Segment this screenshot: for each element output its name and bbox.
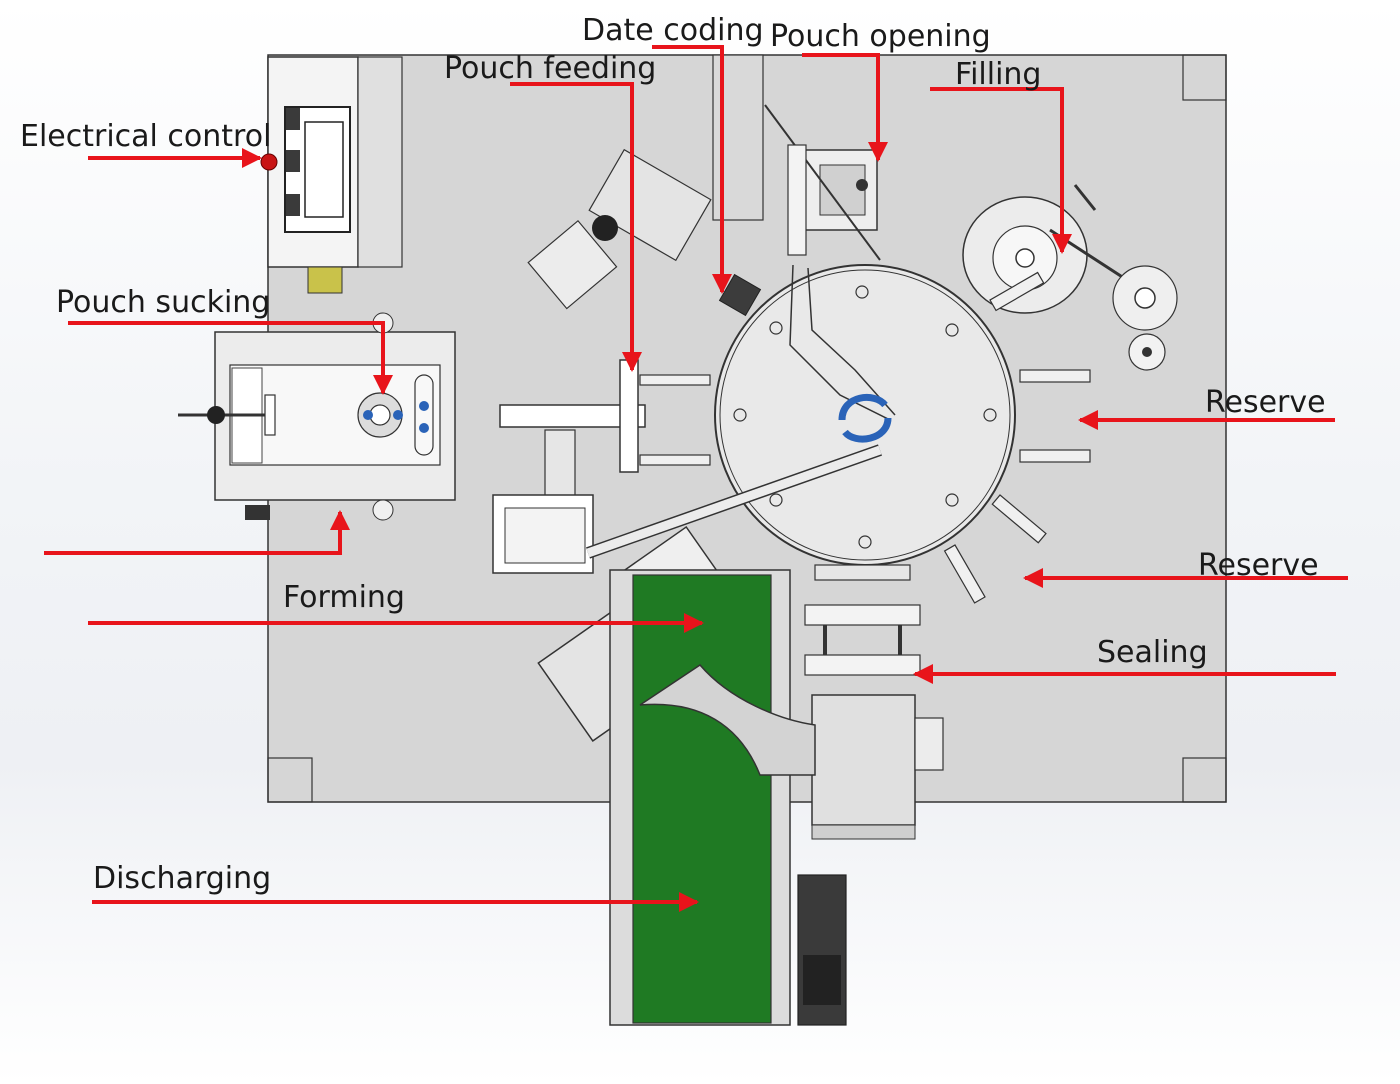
callout-labels: Date coding Pouch opening Pouch feeding …	[20, 13, 1326, 896]
label-date-coding: Date coding	[582, 13, 764, 48]
label-discharging: Discharging	[93, 861, 271, 896]
label-sealing: Sealing	[1097, 635, 1208, 670]
arrow-pouch-opening	[802, 53, 888, 162]
electrical-control-box	[260, 56, 403, 294]
filling-unit	[962, 184, 1178, 371]
pouch-opening-unit	[764, 104, 881, 261]
label-reserve-2: Reserve	[1198, 548, 1319, 583]
arrow-filling	[930, 87, 1072, 254]
label-reserve-1: Reserve	[1205, 385, 1326, 420]
arrow-magazine-bottom	[44, 510, 350, 555]
sealing-unit	[804, 604, 944, 840]
label-pouch-sucking: Pouch sucking	[56, 285, 270, 320]
label-filling: Filling	[955, 57, 1041, 92]
arrow-pouch-sucking	[68, 321, 393, 395]
gripper-stations	[639, 271, 1091, 604]
arrow-pouch-feeding	[510, 82, 642, 372]
pouch-magazine	[178, 312, 456, 521]
label-electrical-control: Electrical control	[20, 119, 271, 154]
label-pouch-feeding: Pouch feeding	[444, 51, 656, 86]
callout-arrows	[44, 45, 1348, 912]
rotary-turntable	[586, 264, 1016, 566]
discharge-conveyor	[609, 569, 847, 1026]
label-pouch-opening: Pouch opening	[770, 19, 991, 54]
arrow-date-coding	[652, 45, 732, 294]
label-forming: Forming	[283, 580, 405, 615]
